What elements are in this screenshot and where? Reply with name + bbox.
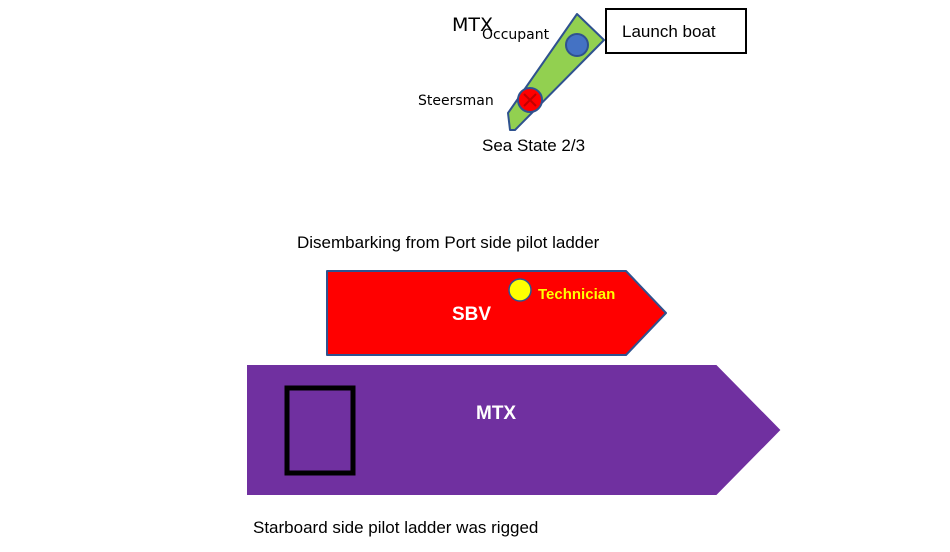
disembark-caption: Disembarking from Port side pilot ladder (297, 233, 600, 252)
mtx-vessel-label: MTX (476, 403, 516, 424)
sbv-label: SBV (452, 304, 491, 325)
occupant-marker (565, 33, 589, 57)
sea-state-label: Sea State 2/3 (482, 136, 585, 155)
boat-mtx-label: MTX (452, 14, 493, 36)
steersman-marker (517, 87, 543, 113)
launch-boat-box (605, 8, 747, 54)
ladder-caption: Starboard side pilot ladder was rigged (253, 518, 538, 537)
steersman-label: Steersman (418, 93, 494, 109)
technician-marker (508, 278, 532, 302)
pilot-ladder-box (284, 385, 356, 476)
sbv-hull (326, 270, 667, 356)
mtx-hull (247, 365, 781, 495)
technician-label: Technician (538, 286, 615, 303)
occupant-label: Occupant (482, 27, 550, 43)
launch-boat-label: Launch boat (622, 22, 716, 41)
launch-boat-hull-group (507, 13, 605, 131)
